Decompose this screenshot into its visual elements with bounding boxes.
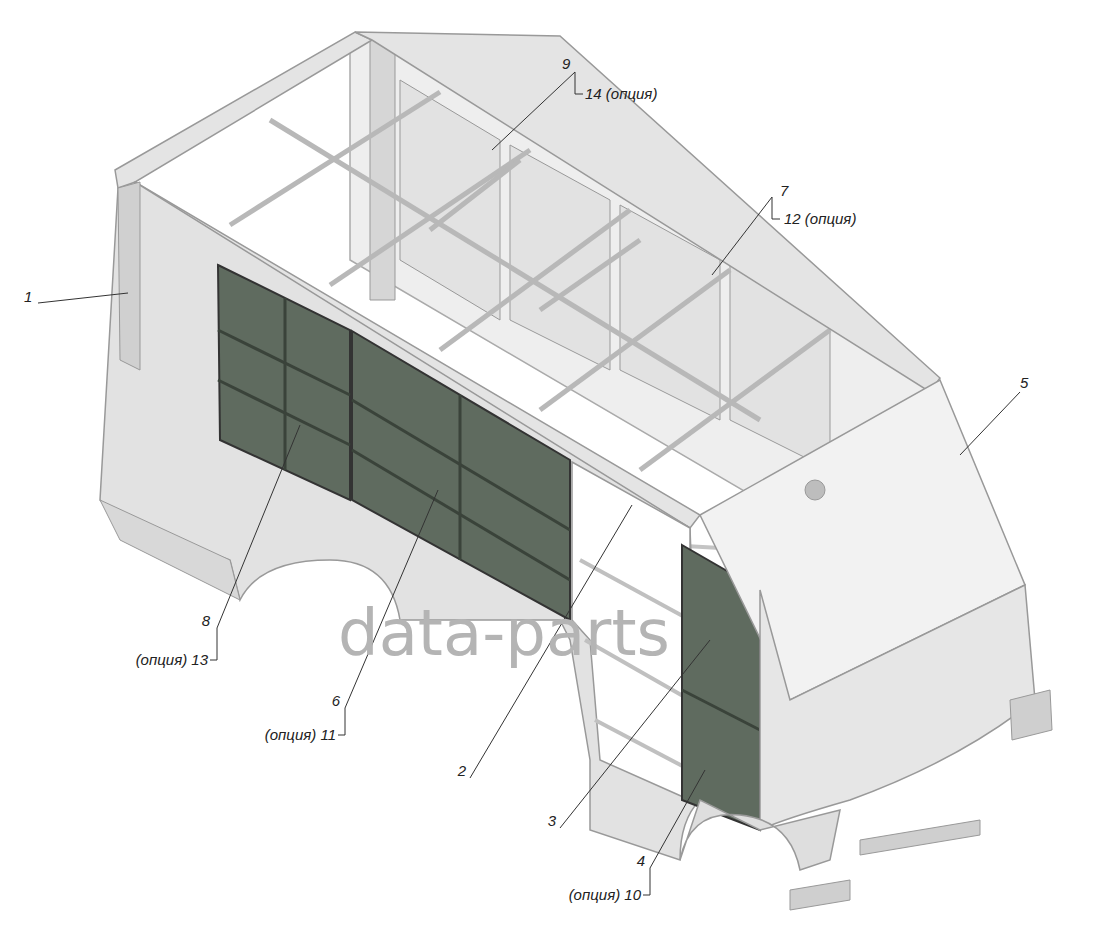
- callout-option: (опция) 11: [265, 726, 336, 744]
- callout-number: 4: [637, 852, 645, 870]
- callout-number: 5: [1020, 374, 1028, 392]
- callout-number: 8: [202, 612, 210, 630]
- callout-option: (опция) 13: [136, 651, 208, 669]
- callout-number: 7: [780, 182, 788, 200]
- callout-option: 12 (опция): [784, 210, 856, 228]
- callout-number: 1: [24, 288, 32, 306]
- callout-number: 6: [332, 692, 340, 710]
- callout-number: 3: [548, 812, 556, 830]
- watermark: data-parts: [338, 598, 670, 668]
- callout-number: 9: [562, 55, 570, 73]
- callout-option: (опция) 10: [569, 886, 641, 904]
- callout-option: 14 (опция): [585, 85, 657, 103]
- callout-number: 2: [458, 762, 466, 780]
